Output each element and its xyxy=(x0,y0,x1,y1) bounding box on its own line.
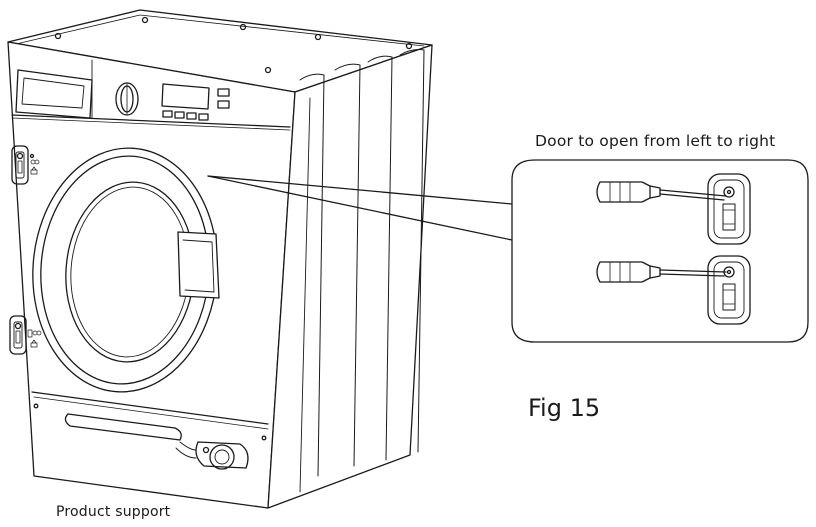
control-panel xyxy=(11,59,291,131)
door-hinge-lower xyxy=(9,315,42,355)
figure-label: Fig 15 xyxy=(528,394,601,422)
door-hinge-icon-lower xyxy=(707,255,751,325)
door-hinge-upper xyxy=(11,145,40,185)
screwdriver-upper xyxy=(596,181,727,203)
washing-machine-body xyxy=(7,9,433,509)
door xyxy=(32,147,220,393)
callout-pointer xyxy=(207,175,513,241)
door-hinge-icon-upper xyxy=(707,173,751,245)
screwdriver-lower xyxy=(596,261,727,283)
base-panel xyxy=(31,391,269,470)
product-support-caption: Product support xyxy=(56,504,171,520)
callout-box xyxy=(511,159,809,343)
callout-title: Door to open from left to right xyxy=(535,132,776,150)
